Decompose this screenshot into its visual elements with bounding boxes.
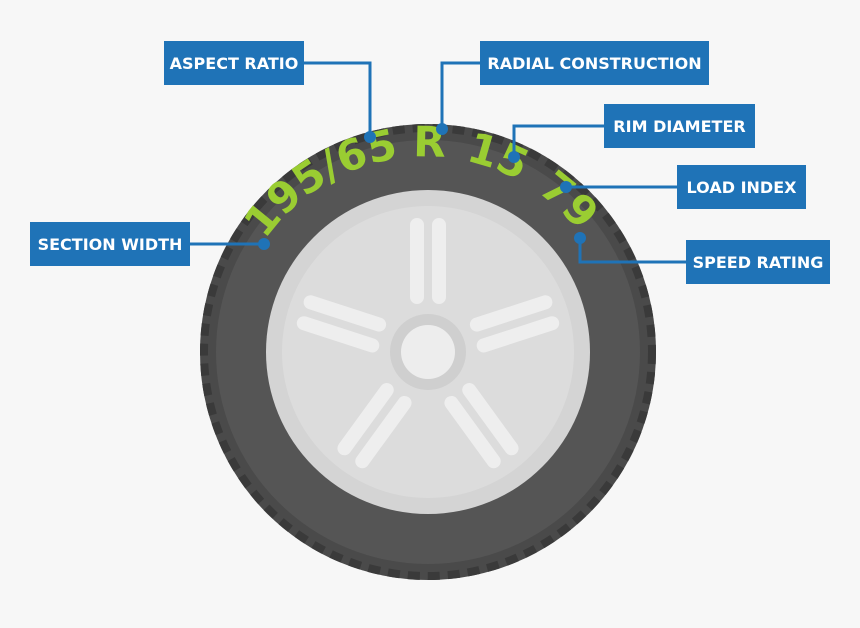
leader-dot-radial-construction xyxy=(436,123,448,135)
label-load-index-text: LOAD INDEX xyxy=(686,177,797,197)
rim-hub xyxy=(401,325,455,379)
leader-dot-speed-rating xyxy=(574,232,586,244)
label-radial-construction-text: RADIAL CONSTRUCTION xyxy=(487,53,702,73)
label-rim-diameter-text: RIM DIAMETER xyxy=(613,116,746,136)
label-aspect-ratio: ASPECT RATIO xyxy=(164,41,304,85)
rim-spokes xyxy=(296,218,560,469)
leader-dot-rim-diameter xyxy=(508,151,520,163)
label-aspect-ratio-text: ASPECT RATIO xyxy=(169,53,299,73)
spoke-bar-5-2 xyxy=(303,295,387,332)
leader-dot-section-width xyxy=(258,238,270,250)
spoke-bar-4-2 xyxy=(337,383,394,456)
spoke-bar-3-1 xyxy=(462,383,519,456)
spoke-bar-3-2 xyxy=(444,395,501,469)
leader-radial-construction xyxy=(440,61,480,127)
label-rim-diameter: RIM DIAMETER xyxy=(604,104,755,148)
spoke-bar-2-2 xyxy=(476,316,560,353)
label-load-index: LOAD INDEX xyxy=(677,165,806,209)
label-radial-construction: RADIAL CONSTRUCTION xyxy=(480,41,709,85)
leader-aspect-ratio xyxy=(304,61,372,135)
tire-tread-edge xyxy=(200,124,656,580)
leader-dot-aspect-ratio xyxy=(364,131,376,143)
leader-lines xyxy=(190,61,686,264)
leader-speed-rating xyxy=(578,240,686,264)
spoke-bar-2-1 xyxy=(469,295,553,332)
leader-dot-load-index xyxy=(560,181,572,193)
label-speed-rating-text: SPEED RATING xyxy=(692,252,824,272)
label-section-width-text: SECTION WIDTH xyxy=(37,234,183,254)
leader-dots xyxy=(258,123,586,250)
leader-rim-diameter xyxy=(512,124,604,155)
spoke-bar-1-2 xyxy=(432,218,446,304)
label-speed-rating: SPEED RATING xyxy=(686,240,830,284)
spoke-bar-4-1 xyxy=(355,395,412,469)
spoke-bar-5-1 xyxy=(296,316,380,353)
speed-rating-value: T xyxy=(0,0,15,10)
label-section-width: SECTION WIDTH xyxy=(30,222,190,266)
spoke-bar-1-1 xyxy=(410,218,424,304)
